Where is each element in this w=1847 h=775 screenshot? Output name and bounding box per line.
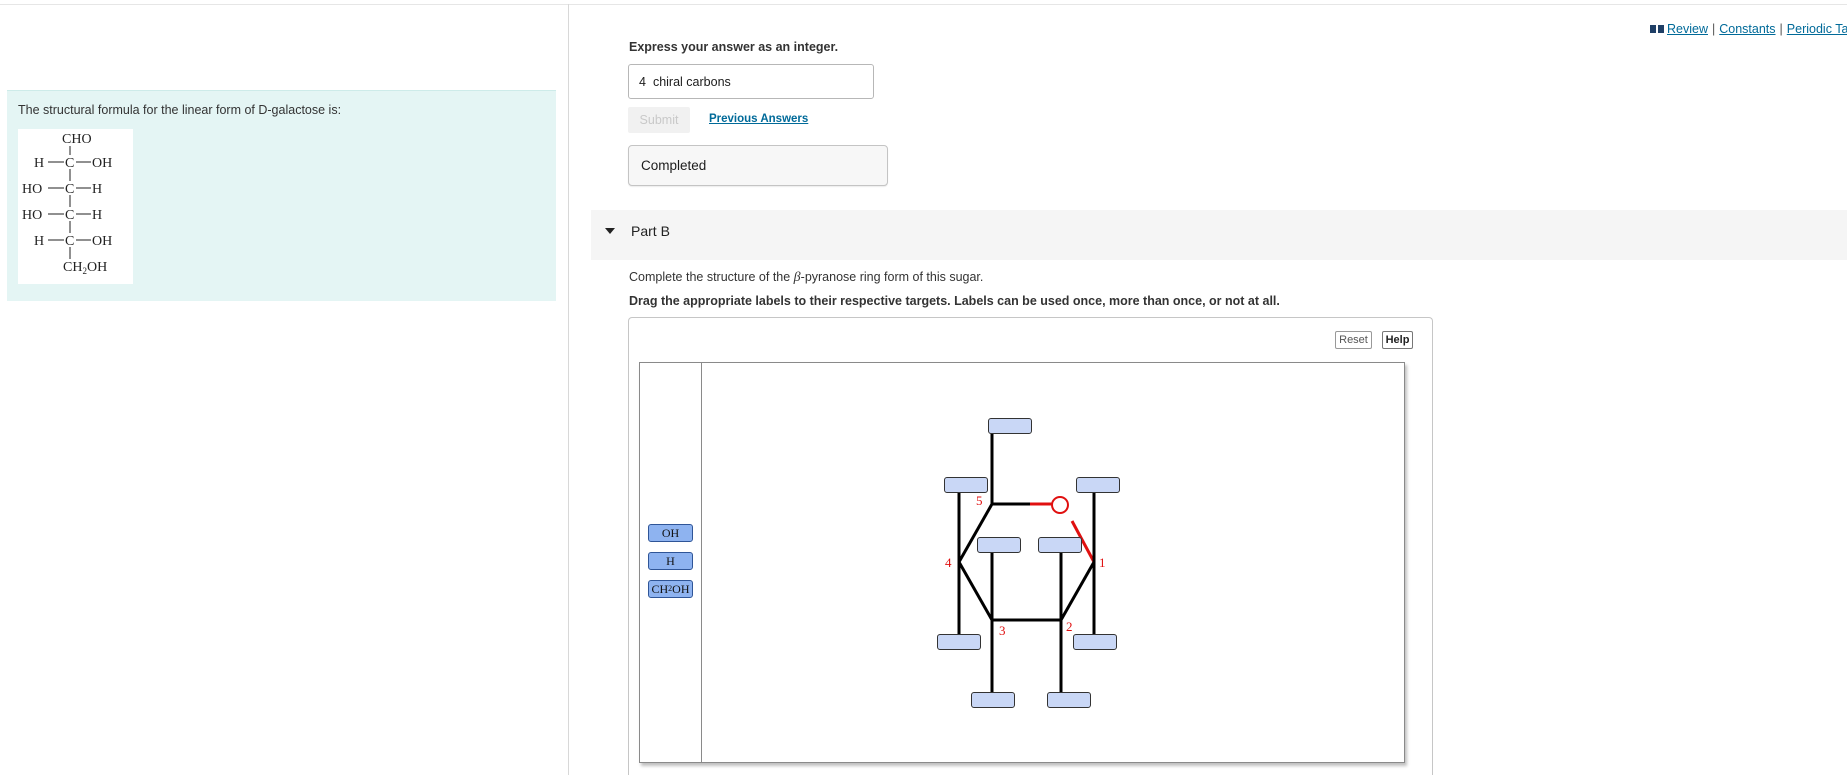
fischer-projection: CHO H C OH HO C H HO C H H C OH CH2OH xyxy=(18,129,133,284)
answer-field[interactable]: 4 chiral carbons xyxy=(628,64,874,99)
formula-bottom: CH2OH xyxy=(63,260,107,276)
drop-target-c1-down[interactable] xyxy=(1073,634,1117,650)
formula-row2-center: C xyxy=(65,182,74,197)
drop-target-c2-down[interactable] xyxy=(1047,692,1091,708)
part-b-instruction: Complete the structure of the β-pyranose… xyxy=(629,270,984,285)
status-completed: Completed xyxy=(628,145,888,186)
drop-target-c4-up[interactable] xyxy=(944,477,988,493)
drop-target-c1-up[interactable] xyxy=(1076,477,1120,493)
intro-panel: The structural formula for the linear fo… xyxy=(7,90,556,301)
part-b-header[interactable] xyxy=(591,210,1847,260)
formula-row1-center: C xyxy=(65,156,74,171)
formula-row3-left: HO xyxy=(22,208,42,223)
label-oh[interactable]: OH xyxy=(648,524,693,542)
drop-target-c6[interactable] xyxy=(988,418,1032,434)
formula-row3-right: H xyxy=(92,208,102,223)
label-h[interactable]: H xyxy=(648,552,693,570)
formula-row4-right: OH xyxy=(92,234,112,249)
formula-row3-center: C xyxy=(65,208,74,223)
submit-button[interactable]: Submit xyxy=(628,107,690,133)
drop-target-c4-down[interactable] xyxy=(937,634,981,650)
top-border xyxy=(0,4,1847,5)
formula-top: CHO xyxy=(62,132,92,147)
intro-text: The structural formula for the linear fo… xyxy=(18,103,342,117)
link-separator: | xyxy=(1779,22,1783,36)
formula-row2-left: HO xyxy=(22,182,42,197)
palette-divider xyxy=(701,363,702,762)
drag-instruction: Drag the appropriate labels to their res… xyxy=(629,294,1280,308)
part-a-instruction: Express your answer as an integer. xyxy=(629,40,839,54)
answer-unit: chiral carbons xyxy=(652,74,731,89)
formula-row1-right: OH xyxy=(92,156,112,171)
constants-link[interactable]: Constants xyxy=(1719,22,1776,36)
drag-drop-widget xyxy=(628,317,1433,775)
drop-target-c3-down[interactable] xyxy=(971,692,1015,708)
previous-answers-link[interactable]: Previous Answers xyxy=(709,113,809,125)
drop-target-c3-up[interactable] xyxy=(977,537,1021,553)
formula-row1-left: H xyxy=(34,156,44,171)
answer-value: 4 xyxy=(639,74,646,89)
resource-links: Review|Constants|Periodic Ta xyxy=(1650,22,1847,36)
review-link[interactable]: Review xyxy=(1667,22,1708,36)
help-button[interactable]: Help xyxy=(1382,331,1413,349)
formula-row2-right: H xyxy=(92,182,102,197)
caret-down-icon[interactable] xyxy=(605,228,615,234)
part-b-label: Part B xyxy=(631,223,670,239)
drop-target-c2-up[interactable] xyxy=(1038,537,1082,553)
formula-row4-left: H xyxy=(34,234,44,249)
pane-divider xyxy=(568,4,569,775)
reset-button[interactable]: Reset xyxy=(1335,331,1372,349)
formula-row4-center: C xyxy=(65,234,74,249)
periodic-table-link[interactable]: Periodic Ta xyxy=(1786,22,1847,36)
book-icon xyxy=(1650,25,1664,33)
link-separator: | xyxy=(1712,22,1716,36)
